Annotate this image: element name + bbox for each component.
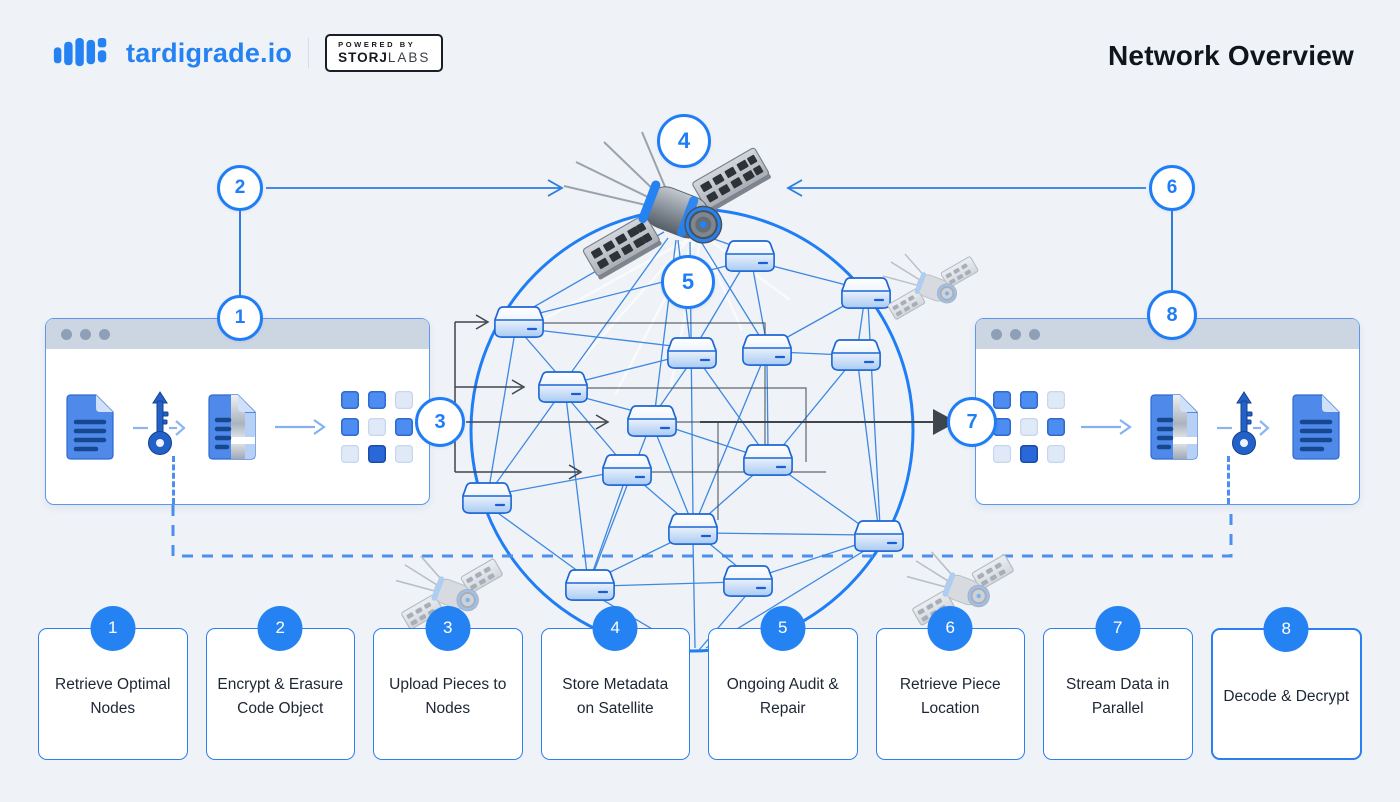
piece-square: [1046, 417, 1065, 436]
piece-square: [367, 444, 386, 463]
encrypted-file-icon: [1149, 393, 1198, 460]
tardigrade-logo-icon: [53, 38, 107, 67]
encryption-key-icon: [1216, 390, 1270, 455]
storj-labs-badge: POWERED BY STORJLABS: [325, 34, 444, 72]
step-card-1: 1 Retrieve Optimal Nodes: [38, 606, 188, 760]
diagram-marker-1: 1: [217, 295, 263, 341]
pieces-grid: [992, 390, 1065, 463]
step-badge: 1: [90, 606, 136, 651]
logo-wordmark: tardigrade.io: [126, 37, 293, 68]
step-card-5: 5 Ongoing Audit & Repair: [708, 606, 858, 760]
file-icon: [1291, 393, 1340, 460]
window-content: [976, 349, 1359, 504]
steps-row: 1 Retrieve Optimal Nodes 2 Encrypt & Era…: [38, 606, 1362, 760]
step-label: Stream Data in Parallel: [1066, 675, 1170, 717]
key-dashed-tail: [1227, 456, 1230, 504]
step-card-6: 6 Retrieve Piece Location: [875, 606, 1025, 760]
piece-square: [340, 444, 359, 463]
window-dot: [61, 328, 72, 340]
encryption-key-icon: [132, 390, 186, 455]
piece-square: [992, 417, 1011, 436]
piece-square: [992, 390, 1011, 409]
file-icon: [65, 393, 114, 460]
step-label: Retrieve Optimal Nodes: [55, 675, 171, 717]
badge-brand: STORJLABS: [338, 50, 431, 65]
diagram-marker-8: 8: [1147, 290, 1197, 340]
window-content: [46, 349, 429, 504]
step-label: Store Metadata on Satellite: [562, 675, 669, 717]
piece-square: [340, 390, 359, 409]
piece-square: [367, 390, 386, 409]
window-dot: [991, 328, 1002, 340]
header-divider: [308, 38, 310, 68]
step-label: Upload Pieces to Nodes: [389, 675, 507, 717]
step-label: Retrieve Piece Location: [899, 675, 1001, 717]
piece-square: [394, 444, 413, 463]
right-arrow-icon: [274, 418, 326, 435]
step-label: Encrypt & Erasure Code Object: [217, 675, 344, 717]
step-badge: 3: [425, 606, 471, 651]
window-dot: [1029, 328, 1040, 340]
satellite-icon: [563, 131, 771, 280]
step-label: Decode & Decrypt: [1223, 687, 1350, 705]
piece-square: [992, 444, 1011, 463]
window-dot: [99, 328, 110, 340]
piece-square: [340, 417, 359, 436]
badge-powered-by: POWERED BY: [338, 40, 416, 49]
step-badge: 2: [257, 606, 303, 651]
step-card-2: 2 Encrypt & Erasure Code Object: [205, 606, 355, 760]
step-card-7: 7 Stream Data in Parallel: [1043, 606, 1193, 760]
step-label: Ongoing Audit & Repair: [726, 675, 839, 717]
pieces-grid: [340, 390, 413, 463]
step-badge: 6: [927, 606, 973, 651]
diagram-marker-6: 6: [1149, 165, 1195, 211]
page-title: Network Overview: [1108, 40, 1354, 71]
piece-square: [394, 417, 413, 436]
diagram-marker-7: 7: [947, 397, 997, 447]
client-window-download: [975, 318, 1360, 505]
piece-square: [1046, 444, 1065, 463]
encrypted-file-icon: [207, 393, 256, 460]
piece-square: [1019, 444, 1038, 463]
step-badge: 7: [1095, 606, 1141, 651]
piece-square: [394, 390, 413, 409]
client-window-upload: [45, 318, 430, 505]
step-card-3: 3 Upload Pieces to Nodes: [373, 606, 523, 760]
piece-square: [367, 417, 386, 436]
step-card-8: 8 Decode & Decrypt: [1210, 607, 1362, 760]
key-dashed-path: [171, 505, 1233, 558]
step-badge: 5: [760, 606, 806, 651]
diagram-marker-5: 5: [661, 255, 715, 309]
window-dot: [80, 328, 91, 340]
diagram-marker-2: 2: [217, 165, 263, 211]
header: tardigrade.io POWERED BY STORJLABS: [52, 34, 444, 72]
piece-square: [1019, 417, 1038, 436]
key-dashed-tail: [172, 456, 175, 504]
piece-square: [1046, 390, 1065, 409]
diagram-marker-3: 3: [415, 397, 465, 447]
step-badge: 4: [592, 606, 638, 651]
piece-square: [1019, 390, 1038, 409]
right-arrow-icon: [1080, 418, 1132, 435]
upload-path-lines: [454, 314, 957, 520]
step-card-4: 4 Store Metadata on Satellite: [540, 606, 690, 760]
diagram-marker-4: 4: [657, 114, 711, 168]
window-dot: [1010, 328, 1021, 340]
step-badge: 8: [1263, 607, 1309, 652]
